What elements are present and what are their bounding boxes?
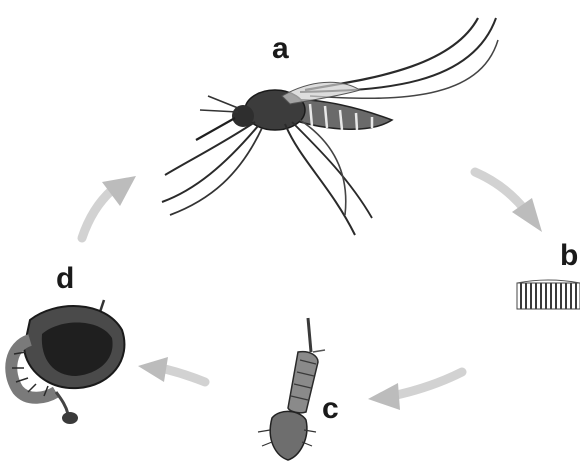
larva-illustration (258, 318, 325, 460)
stage-label-b: b (560, 239, 578, 272)
cycle-arrow-b-to-c (368, 372, 462, 410)
adult-mosquito-illustration (162, 18, 498, 235)
stage-label-d: d (56, 262, 74, 295)
stage-label-c: c (322, 392, 339, 425)
cycle-arrow-c-to-d (138, 357, 205, 382)
cycle-arrow-a-to-b (475, 172, 542, 232)
egg-raft-illustration (517, 280, 580, 309)
stage-label-a: a (272, 32, 289, 65)
pupa-illustration (11, 300, 124, 424)
cycle-arrow-d-to-a (82, 176, 136, 238)
